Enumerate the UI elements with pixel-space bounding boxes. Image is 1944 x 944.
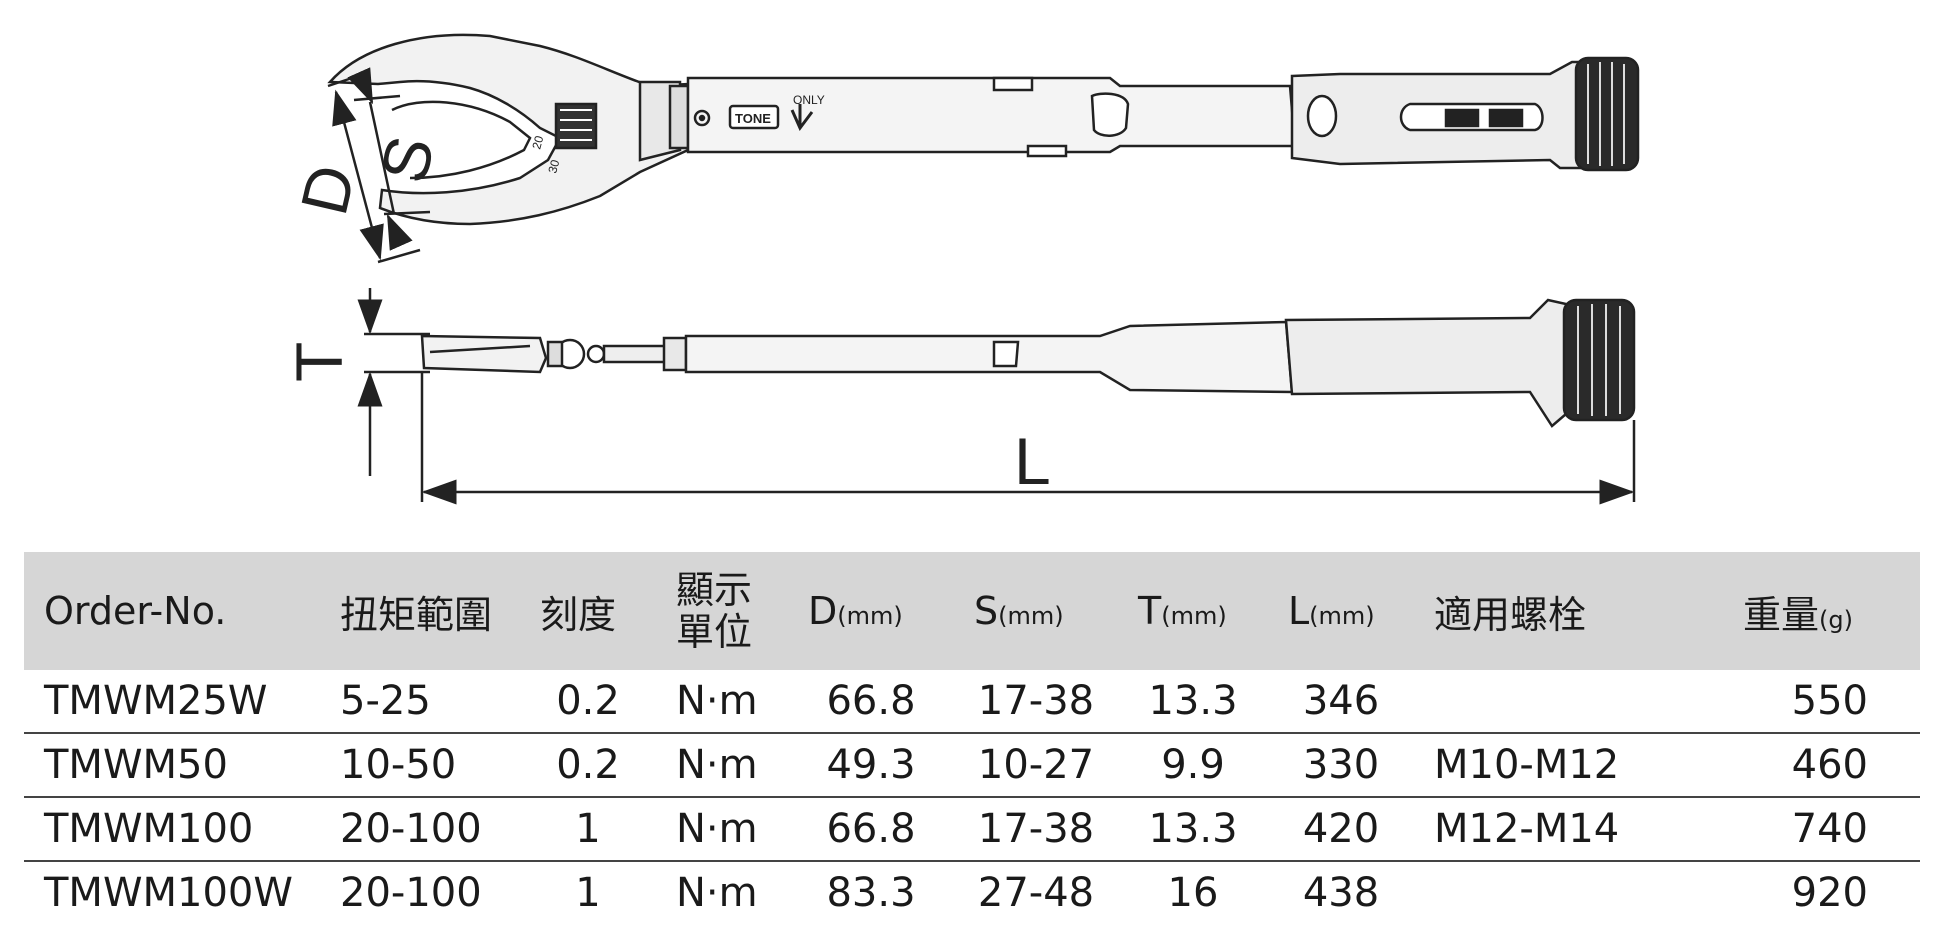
dimension-s bbox=[347, 67, 431, 251]
cell-d: 49.3 bbox=[788, 733, 954, 798]
dimension-l bbox=[420, 372, 1636, 505]
header-order-no: Order-No. bbox=[24, 552, 320, 670]
adjustment-knob-side bbox=[1562, 298, 1636, 422]
dimension-t bbox=[357, 288, 430, 476]
cell-t: 13.3 bbox=[1118, 670, 1268, 734]
header-graduation: 刻度 bbox=[520, 552, 656, 670]
cell-s: 10-27 bbox=[954, 733, 1118, 798]
header-weight-label: 重量 bbox=[1743, 592, 1820, 637]
cell-unit: N·m bbox=[676, 870, 758, 916]
cell-s: 27-48 bbox=[977, 870, 1095, 916]
brand-logo-box bbox=[728, 104, 780, 130]
header-display-unit-line2: 單位 bbox=[676, 610, 753, 654]
wrench-top-view: TONE ONLY bbox=[327, 33, 1640, 226]
header-l: L(mm) bbox=[1268, 552, 1414, 670]
jaw-scale-mark-20: 20 bbox=[529, 134, 546, 151]
header-display-unit: 顯示單位 bbox=[656, 552, 788, 670]
header-bolt: 適用螺栓 bbox=[1414, 552, 1676, 670]
direction-arrow bbox=[790, 104, 814, 131]
cell-torque-range: 20-100 bbox=[320, 797, 520, 862]
cell-bolt bbox=[1414, 861, 1676, 924]
table-row: TMWM50 10-50 0.2 N·m 49.3 10-27 9.9 330 … bbox=[24, 733, 1920, 798]
wrench-head-outline bbox=[327, 33, 692, 226]
wrench-shaft-side bbox=[684, 320, 1294, 394]
cell-weight: 550 bbox=[1676, 670, 1920, 734]
cell-unit: N·m bbox=[656, 733, 788, 798]
cell-l: 438 bbox=[1302, 870, 1380, 916]
brand-logo-text: TONE bbox=[735, 111, 771, 126]
cell-bolt: M12-M14 bbox=[1414, 797, 1676, 862]
cell-weight: 740 bbox=[1676, 797, 1920, 862]
cell-t: 9.9 bbox=[1118, 733, 1268, 798]
jaw-scale-mark-30: 30 bbox=[545, 158, 562, 175]
header-weight-unit: (g) bbox=[1819, 605, 1853, 634]
cell-graduation: 0.2 bbox=[520, 733, 656, 798]
cell-l: 330 bbox=[1268, 733, 1414, 798]
table-row: TMWM100W 20-100 1 N·m 83.3 27-48 16 438 … bbox=[24, 861, 1920, 924]
table-row: TMWM100 20-100 1 N·m 66.8 17-38 13.3 420… bbox=[24, 797, 1920, 862]
header-s-label: S bbox=[974, 589, 999, 633]
dimension-label-t: T bbox=[282, 342, 356, 382]
cell-torque-range: 10-50 bbox=[320, 733, 520, 798]
cell-bolt: M10-M12 bbox=[1414, 733, 1676, 798]
header-t: T(mm) bbox=[1118, 552, 1268, 670]
dimension-label-l: L bbox=[1014, 424, 1051, 498]
cell-l: 346 bbox=[1268, 670, 1414, 734]
cell-graduation: 0.2 bbox=[520, 670, 656, 734]
cell-s: 17-38 bbox=[954, 670, 1118, 734]
cell-graduation: 1 bbox=[520, 797, 656, 862]
header-weight: 重量(g) bbox=[1676, 552, 1920, 670]
spec-table: Order-No. 扭矩範圍 刻度 顯示單位 D(mm) S(mm) T(mm)… bbox=[24, 552, 1920, 924]
cell-t: 13.3 bbox=[1118, 797, 1268, 862]
cell-weight: 460 bbox=[1676, 733, 1920, 798]
direction-text: ONLY bbox=[793, 93, 825, 107]
cell-unit: N·m bbox=[656, 797, 788, 862]
cell-torque-range: 5-25 bbox=[320, 670, 520, 734]
header-display-unit-line1: 顯示 bbox=[676, 568, 753, 612]
wrench-technical-drawing: TONE ONLY 20 30 D S bbox=[282, 33, 1640, 505]
cell-order-no: TMWM100 bbox=[24, 797, 320, 862]
header-t-unit: (mm) bbox=[1161, 602, 1227, 630]
cell-bolt bbox=[1414, 670, 1676, 734]
header-d-label: D bbox=[808, 589, 838, 633]
cell-order-no: TMWM50 bbox=[24, 733, 320, 798]
wrench-head-side bbox=[420, 334, 548, 374]
header-s: S(mm) bbox=[954, 552, 1118, 670]
cell-d: 66.8 bbox=[788, 797, 954, 862]
header-t-label: T bbox=[1138, 589, 1162, 633]
cell-d: 66.8 bbox=[788, 670, 954, 734]
dimension-label-s: S bbox=[366, 130, 448, 190]
cell-order-no: TMWM100W bbox=[44, 870, 293, 916]
header-d-unit: (mm) bbox=[837, 602, 903, 630]
cell-order-no: TMWM25W bbox=[24, 670, 320, 734]
header-l-label: L bbox=[1288, 589, 1310, 633]
cell-s: 17-38 bbox=[954, 797, 1118, 862]
header-s-unit: (mm) bbox=[998, 602, 1064, 630]
header-torque-range: 扭矩範圍 bbox=[320, 552, 520, 670]
adjustment-knob-top bbox=[1574, 56, 1640, 172]
header-d: D(mm) bbox=[788, 552, 954, 670]
cell-unit: N·m bbox=[656, 670, 788, 734]
cell-graduation: 1 bbox=[575, 870, 601, 916]
cell-weight: 920 bbox=[1791, 870, 1868, 916]
wrench-grip-side bbox=[1284, 298, 1568, 428]
wrench-side-view bbox=[420, 298, 1636, 428]
cell-l: 420 bbox=[1268, 797, 1414, 862]
cell-d: 83.3 bbox=[826, 870, 916, 916]
header-l-unit: (mm) bbox=[1309, 602, 1375, 630]
cell-torque-range: 20-100 bbox=[340, 870, 482, 916]
table-row: TMWM25W 5-25 0.2 N·m 66.8 17-38 13.3 346… bbox=[24, 670, 1920, 734]
table-header-row: Order-No. 扭矩範圍 刻度 顯示單位 D(mm) S(mm) T(mm)… bbox=[24, 552, 1920, 670]
cell-t: 16 bbox=[1167, 870, 1219, 916]
